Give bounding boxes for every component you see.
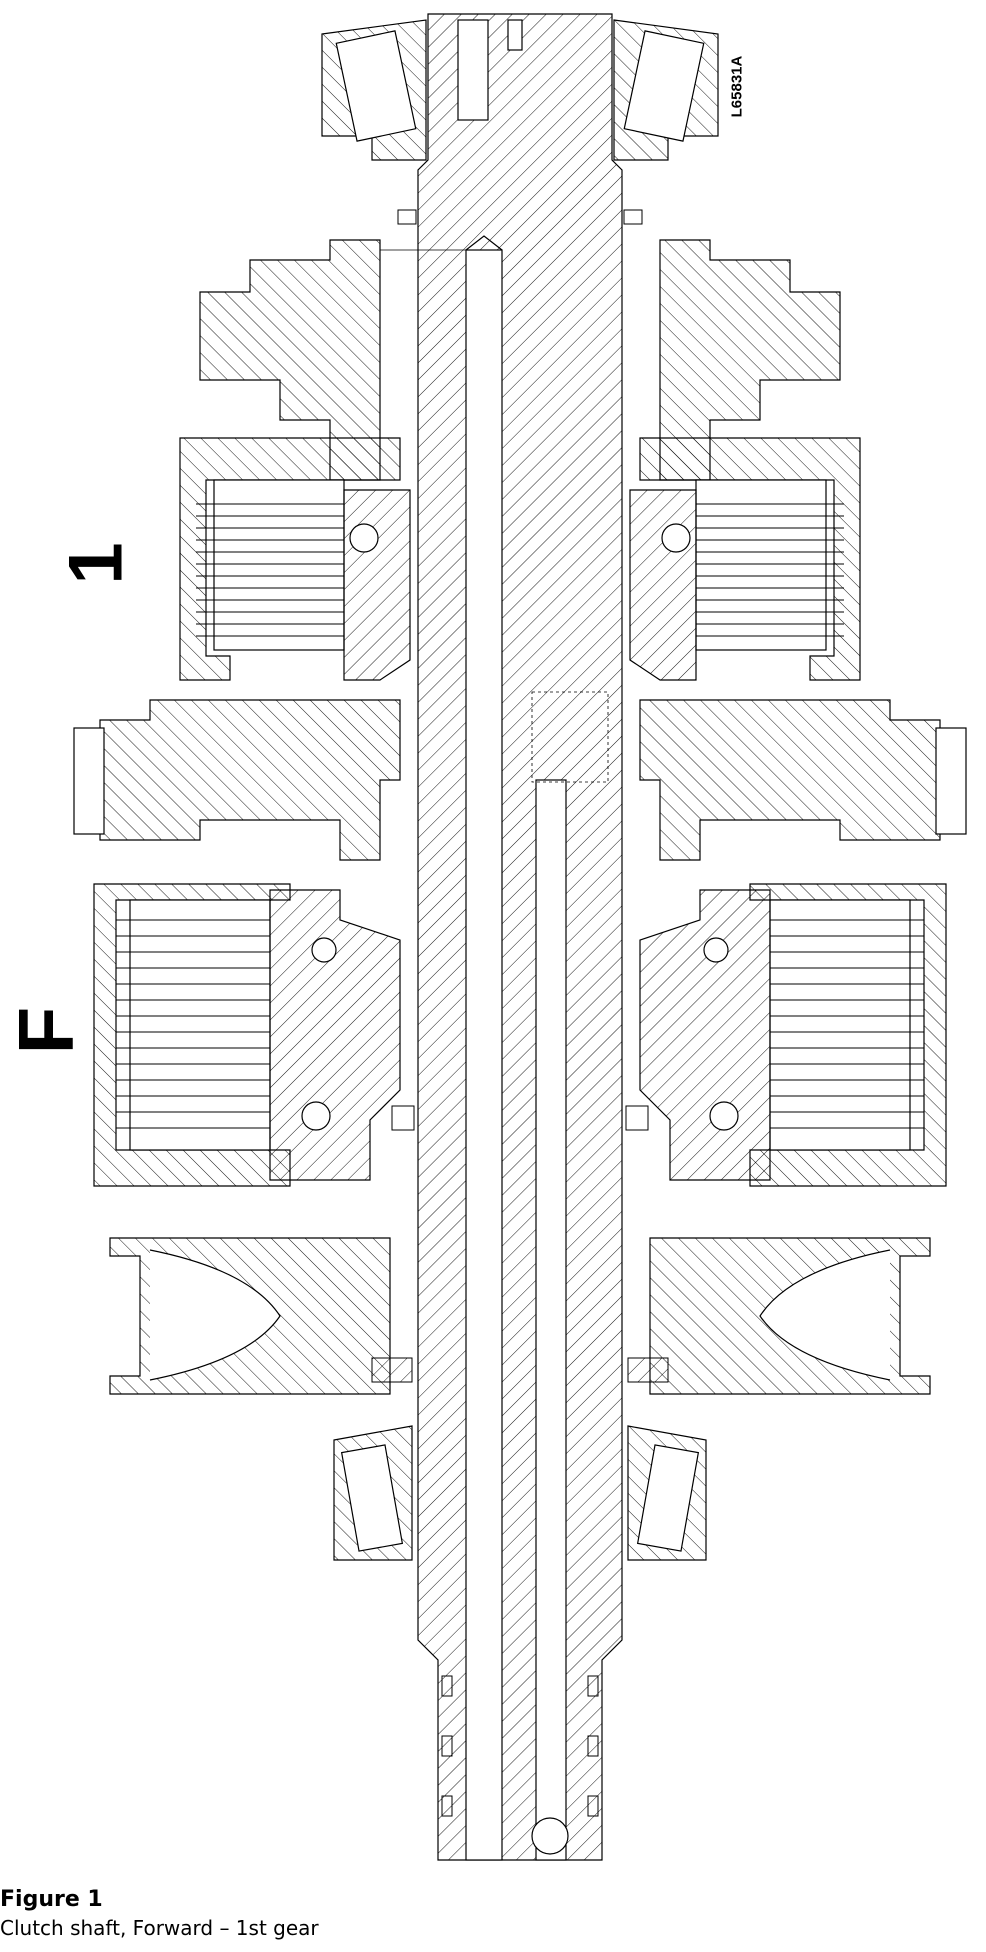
clutch-1-plates-right [695, 479, 844, 651]
central-bore-upper [465, 249, 503, 1861]
center-gear-left [99, 699, 401, 861]
clutch-1-label: 1 [53, 542, 139, 585]
shaft-body [417, 13, 623, 1861]
clutch-f-plates-left [116, 899, 271, 1151]
shaft-seals [371, 209, 669, 1817]
drawing-reference-code: L65831A [728, 55, 746, 118]
figure-title: Figure 1 [0, 1887, 103, 1912]
clutch-f-piston-right [639, 889, 771, 1181]
clutch-f-plates-right [769, 899, 924, 1151]
figure-caption: Figure 1 Clutch shaft, Forward – 1st gea… [0, 1886, 319, 1942]
clutch-1-drum-left [179, 437, 401, 681]
central-bore-lower [535, 779, 567, 1861]
top-bearing-right [613, 19, 719, 161]
lower-bearing-right [627, 1425, 707, 1561]
clutch-1-plates-left [196, 479, 345, 651]
clutch-f-label: F [1, 1006, 90, 1055]
clutch-shaft-cross-section [73, 13, 967, 1861]
clutch-1-piston-right [629, 489, 697, 681]
figure-description: Clutch shaft, Forward – 1st gear [0, 1916, 319, 1940]
top-bearing-left [321, 19, 427, 161]
clutch-1-piston-left [343, 489, 411, 681]
clutch-f-piston-left [269, 889, 401, 1181]
center-gear-right [639, 699, 941, 861]
lower-bearing-left [333, 1425, 413, 1561]
